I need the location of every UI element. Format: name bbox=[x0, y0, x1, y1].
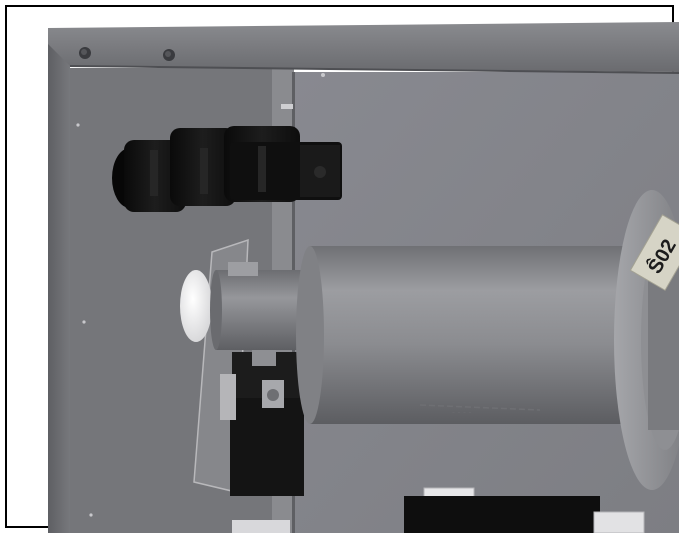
limit-switch bbox=[220, 350, 304, 496]
screw-right-highlight bbox=[165, 51, 171, 57]
label-tag: Ŝ02 bbox=[629, 214, 679, 291]
rail-clip bbox=[281, 104, 293, 109]
main-cylinder bbox=[296, 246, 630, 424]
sensor-collar bbox=[228, 262, 258, 276]
bottom-components bbox=[232, 487, 645, 533]
panel-pin bbox=[321, 73, 325, 77]
wall-pin-3 bbox=[89, 513, 93, 517]
screw-left-highlight bbox=[81, 49, 87, 55]
enclosure-top-rail bbox=[48, 22, 679, 72]
light-lens bbox=[180, 270, 212, 342]
black-connectors bbox=[112, 126, 342, 212]
cylinder-engraving: - - - - bbox=[452, 407, 472, 417]
top-rail-edge bbox=[69, 65, 679, 74]
wall-pin-2 bbox=[82, 320, 86, 324]
sensor-cylinder-end bbox=[210, 270, 222, 350]
wall-pin-1 bbox=[76, 123, 80, 127]
enclosure-left-wall bbox=[48, 40, 70, 533]
